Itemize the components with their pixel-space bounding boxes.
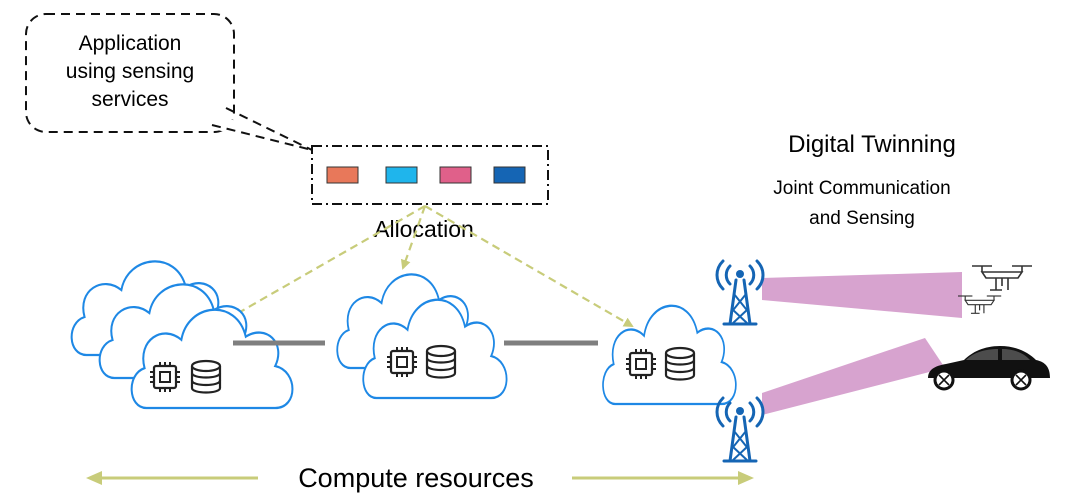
allocation-box: Allocation	[311, 145, 549, 242]
callout-bubble	[25, 13, 235, 133]
arrow-to-right-cloud	[424, 205, 634, 328]
drone-icon	[971, 265, 1033, 291]
drone-icon	[957, 295, 1002, 314]
jcs-line-1: Joint Communication	[773, 178, 950, 199]
left-cloud-stack	[70, 260, 294, 410]
compute-arrow-left-head	[86, 471, 102, 485]
database-icon	[190, 359, 222, 394]
arrow-to-middle-cloud	[400, 205, 427, 270]
allocation-slot-3	[439, 166, 472, 184]
antenna-tower-icon	[715, 259, 765, 326]
callout-line-1: Application	[79, 32, 182, 55]
compute-arrow-right-head	[738, 471, 754, 485]
database-icon	[664, 346, 696, 381]
car-icon	[928, 346, 1050, 391]
antenna-tower-icon	[715, 396, 765, 463]
allocation-arrows	[224, 205, 634, 328]
compute-resources-axis: Compute resources	[86, 463, 754, 493]
allocation-slot-4	[493, 166, 526, 184]
callout-tail-upper	[211, 124, 313, 151]
beam-to-drones	[762, 272, 962, 318]
allocation-label: Allocation	[374, 216, 474, 242]
compute-resources-label: Compute resources	[298, 463, 534, 493]
allocation-frame	[311, 145, 549, 205]
callout-tail-lower	[225, 107, 313, 151]
allocation-slot-1	[326, 166, 359, 184]
allocation-slot-2	[385, 166, 418, 184]
database-icon	[425, 344, 457, 379]
callout-line-2: using sensing	[66, 60, 194, 83]
middle-cloud-stack	[336, 273, 508, 400]
application-callout: Application using sensing services	[25, 13, 313, 152]
jcs-line-2: and Sensing	[809, 208, 915, 229]
callout-line-3: services	[91, 88, 168, 111]
digital-twinning-title: Digital Twinning	[788, 131, 956, 158]
beam-to-car	[762, 338, 945, 415]
